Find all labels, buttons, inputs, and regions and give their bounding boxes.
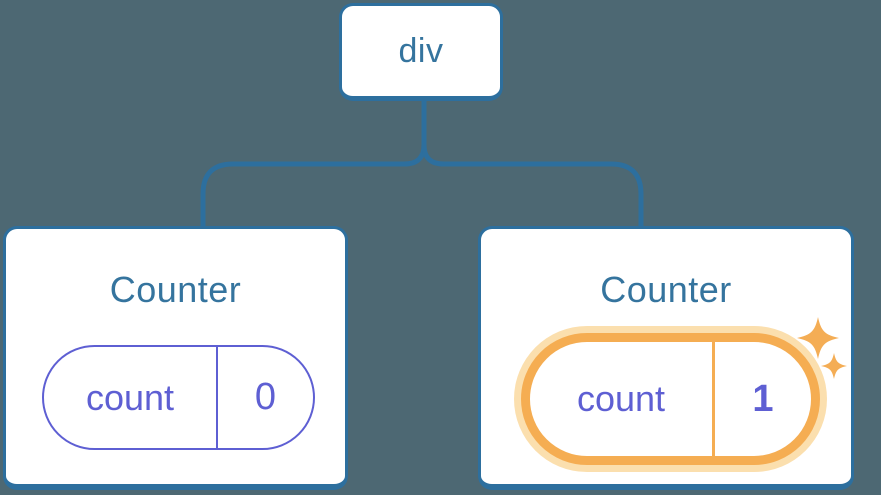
state-key-label: count: [576, 378, 666, 419]
sparkle-icons: [797, 317, 847, 379]
root-node-div: div: [339, 3, 503, 101]
state-value: 0: [216, 347, 313, 448]
component-title: Counter: [600, 269, 732, 310]
state-pill: count 0: [42, 345, 315, 450]
sparkle-icon-large: [797, 317, 839, 359]
component-title: Counter: [109, 269, 242, 310]
counter-card-right: Counter count 1: [478, 226, 854, 490]
state-key-label: count: [85, 376, 175, 418]
state-pill-highlighted: count 1: [521, 333, 820, 465]
counter-card-left: Counter count 0: [3, 226, 348, 490]
root-node-label: div: [398, 31, 444, 70]
state-value: 1: [712, 342, 811, 456]
sparkle-icon-small: [821, 353, 847, 379]
